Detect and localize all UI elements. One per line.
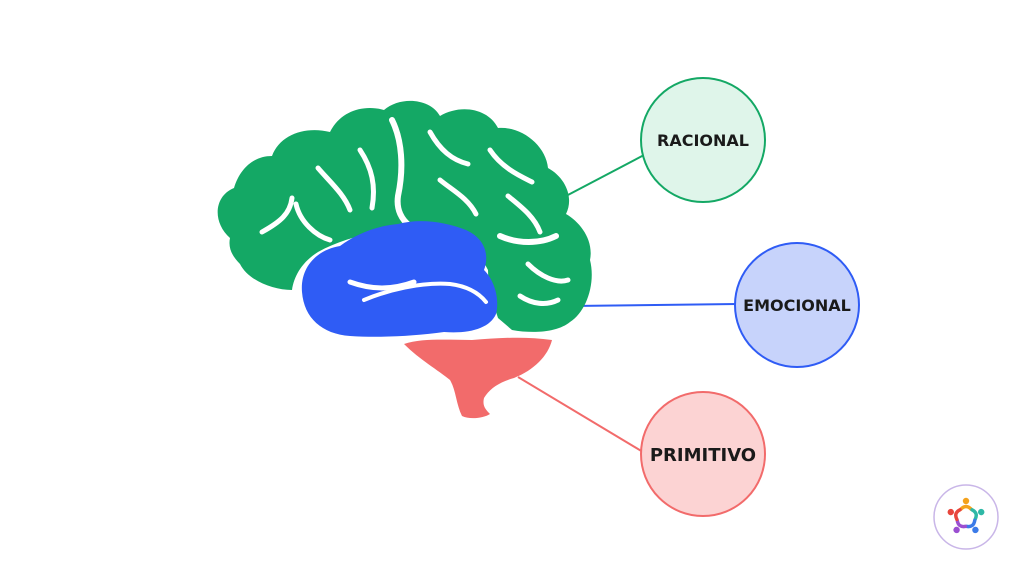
- node-primitive: PRIMITIVO: [640, 391, 766, 517]
- connector-primitive: [517, 376, 644, 453]
- node-primitive-label: PRIMITIVO: [650, 445, 756, 466]
- node-emotional: EMOCIONAL: [734, 242, 860, 368]
- node-rational-label: RACIONAL: [657, 131, 749, 150]
- connector-rational: [565, 154, 645, 197]
- limbic-emotional-brain: [301, 221, 498, 337]
- people-circle-logo-icon: [933, 484, 999, 550]
- cerebrum-rational-brain: [217, 100, 592, 332]
- node-rational: RACIONAL: [640, 77, 766, 203]
- node-emotional-label: EMOCIONAL: [743, 296, 851, 315]
- brainstem-primitive-brain: [404, 337, 552, 419]
